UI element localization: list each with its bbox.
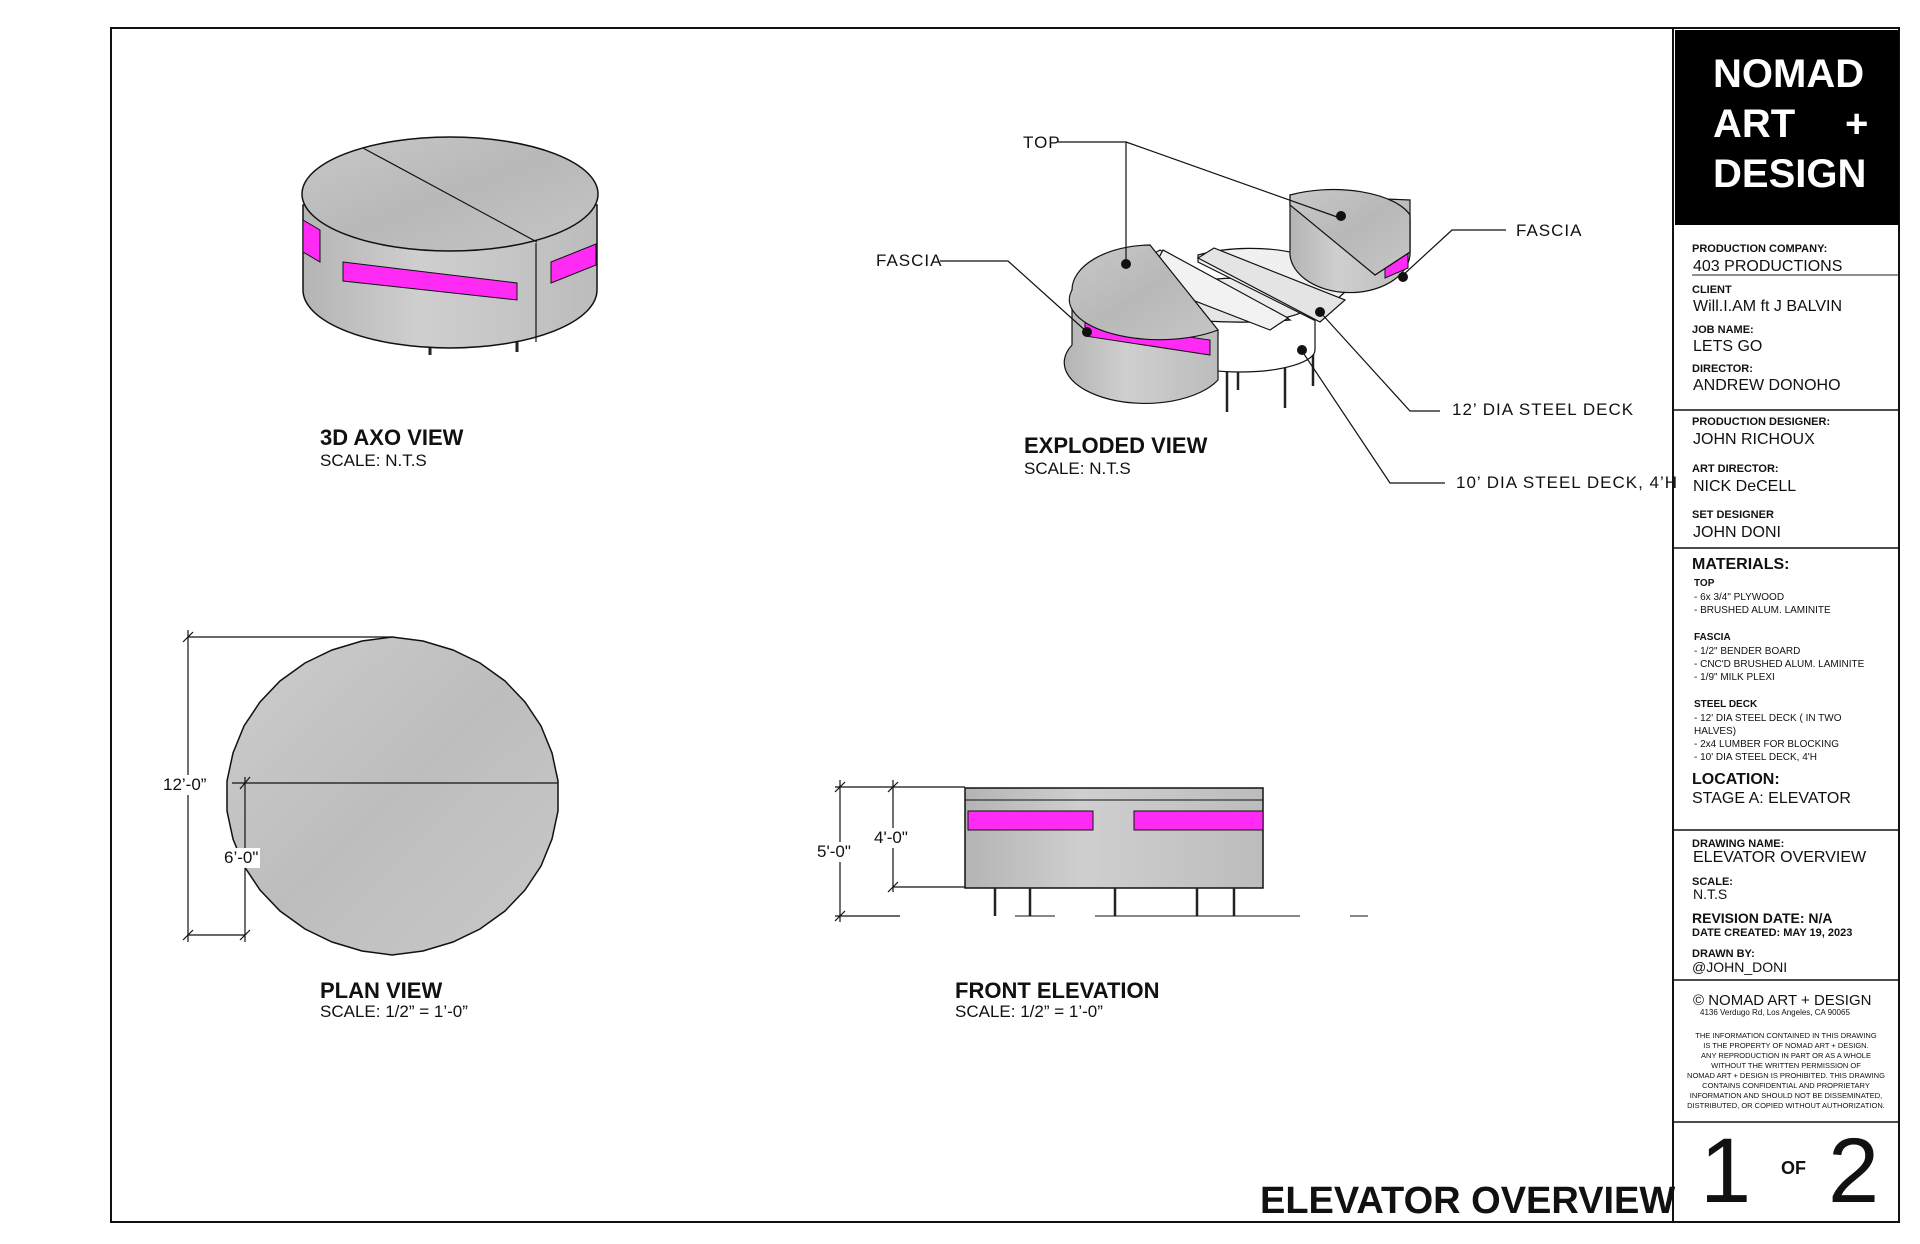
exploded-view-scale: SCALE: N.T.S [1024,459,1131,478]
logo-line-art: ART [1713,102,1796,146]
legal-notice-line: WITHOUT THE WRITTEN PERMISSION OF [1711,1061,1861,1070]
logo-line-nomad: NOMAD [1713,52,1865,96]
drawn-by-label: DRAWN BY: [1692,948,1755,960]
front-dimension-overall: 5'-0" [815,842,853,862]
front-elevation-scale: SCALE: 1/2” = 1’-0” [955,1002,1103,1021]
exploded-view-title: EXPLODED VIEW [1024,433,1208,458]
sheet-of: OF [1781,1158,1806,1178]
materials-item: HALVES) [1694,726,1737,737]
client-label: CLIENT [1692,284,1732,296]
client-value: Will.I.AM ft J BALVIN [1693,298,1843,315]
plan-dimension-half: 6’-0" [222,848,261,868]
exploded-view-drawing [940,141,1506,484]
production-company-value: 403 PRODUCTIONS [1693,258,1843,275]
legal-notice-line: DISTRIBUTED, OR COPIED WITHOUT AUTHORIZA… [1687,1101,1885,1110]
materials-item: - 1/9" MILK PLEXI [1694,672,1775,683]
logo-block: NOMAD ART + DESIGN [1675,30,1899,225]
legal-notice-line: INFORMATION AND SHOULD NOT BE DISSEMINAT… [1689,1091,1883,1100]
materials-item: - 2x4 LUMBER FOR BLOCKING [1694,739,1840,750]
logo-plus: + [1845,102,1869,146]
materials-item: - BRUSHED ALUM. LAMINITE [1694,605,1831,616]
drawn-by-value: @JOHN_DONI [1692,959,1788,975]
callout-fascia-left: FASCIA [876,251,943,270]
callout-fascia-right: FASCIA [1516,221,1583,240]
materials-group-fascia: FASCIA [1694,632,1731,643]
legal-notice-line: IS THE PROPERTY OF NOMAD ART + DESIGN. [1703,1041,1869,1050]
legal-notice-line: THE INFORMATION CONTAINED IN THIS DRAWIN… [1695,1031,1877,1040]
scale-value: N.T.S [1693,886,1728,902]
copyright: © NOMAD ART + DESIGN [1693,992,1872,1009]
sheet-border [110,27,1900,1223]
front-elevation-drawing [834,780,1368,922]
axo-view-drawing [301,136,599,355]
materials-item: - 12' DIA STEEL DECK ( IN TWO [1694,713,1842,724]
callout-top: TOP [1023,133,1061,152]
art-director-value: NICK DeCELL [1693,478,1797,495]
location-value: STAGE A: ELEVATOR [1692,790,1851,807]
callout-deck-10: 10’ DIA STEEL DECK, 4’H [1456,473,1679,492]
legal-notice: THE INFORMATION CONTAINED IN THIS DRAWIN… [1680,1031,1892,1111]
logo-line-design: DESIGN [1713,152,1867,196]
date-created: DATE CREATED: MAY 19, 2023 [1692,927,1853,939]
legal-notice-line: CONTAINS CONFIDENTIAL AND PROPRIETARY [1702,1081,1870,1090]
drawing-name-value: ELEVATOR OVERVIEW [1693,849,1867,866]
plan-view-scale: SCALE: 1/2” = 1’-0” [320,1002,468,1021]
location-label: LOCATION: [1692,771,1780,788]
director-value: ANDREW DONOHO [1693,377,1841,394]
set-designer-label: SET DESIGNER [1692,509,1774,521]
job-name-label: JOB NAME: [1692,324,1754,336]
production-designer-label: PRODUCTION DESIGNER: [1692,416,1831,428]
sheet-title: ELEVATOR OVERVIEW [1260,1180,1676,1222]
materials-group-top: TOP [1694,578,1715,589]
axo-view-scale: SCALE: N.T.S [320,451,427,470]
front-elevation-title: FRONT ELEVATION [955,978,1160,1003]
scale-label: SCALE: [1692,876,1733,888]
plan-view-title: PLAN VIEW [320,978,443,1003]
set-designer-value: JOHN DONI [1693,524,1781,541]
production-company-label: PRODUCTION COMPANY: [1692,243,1828,255]
materials-item: - 6x 3/4" PLYWOOD [1694,592,1785,603]
callout-deck-12: 12’ DIA STEEL DECK [1452,400,1635,419]
legal-notice-line: NOMAD ART + DESIGN IS PROHIBITED. THIS D… [1687,1071,1885,1080]
legal-notice-line: ANY REPRODUCTION IN PART OR AS A WHOLE [1701,1051,1871,1060]
production-designer-value: JOHN RICHOUX [1693,431,1815,448]
materials-group-steel-deck: STEEL DECK [1694,699,1758,710]
sheet-total: 2 [1828,1120,1880,1222]
art-director-label: ART DIRECTOR: [1692,463,1779,475]
materials-heading: MATERIALS: [1692,556,1790,573]
materials-item: - 10' DIA STEEL DECK, 4'H [1694,752,1817,763]
address: 4136 Verdugo Rd, Los Angeles, CA 90065 [1700,1008,1850,1017]
job-name-value: LETS GO [1693,338,1763,355]
plan-dimension-overall: 12’-0” [161,775,209,795]
sheet-number: 1 [1700,1120,1752,1222]
drawing-name-label: DRAWING NAME: [1692,838,1785,850]
front-dimension-deck: 4'-0" [872,828,910,848]
materials-item: - 1/2" BENDER BOARD [1694,646,1801,657]
axo-view-title: 3D AXO VIEW [320,425,464,450]
materials-item: - CNC'D BRUSHED ALUM. LAMINITE [1694,659,1865,670]
revision-date: REVISION DATE: N/A [1692,910,1833,926]
director-label: DIRECTOR: [1692,363,1753,375]
plan-view-drawing [182,630,559,956]
